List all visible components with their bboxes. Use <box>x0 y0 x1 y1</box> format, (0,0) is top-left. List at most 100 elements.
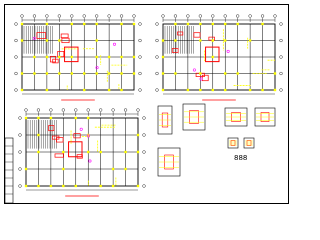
magenta-mark <box>112 42 116 46</box>
cad-drawing-viewport: 888 <box>4 4 289 204</box>
column <box>248 39 252 42</box>
detail-caption: 888 <box>234 154 247 162</box>
red-annotation <box>48 125 55 132</box>
column <box>111 167 115 171</box>
column <box>224 88 227 92</box>
column <box>174 72 177 75</box>
column <box>87 116 90 120</box>
column <box>161 39 165 42</box>
axis-bubble <box>99 108 103 112</box>
column <box>62 167 65 171</box>
plan-bottom-left <box>18 108 146 197</box>
axis-bubble <box>173 14 178 18</box>
axis-bubble <box>18 184 22 188</box>
axis-bubble <box>70 14 74 18</box>
column <box>33 55 36 59</box>
axis-bubble <box>248 14 252 18</box>
red-beam-box <box>205 46 220 63</box>
axis-bubble <box>138 88 142 92</box>
axis-bubble <box>18 167 22 171</box>
column <box>211 22 214 26</box>
column <box>224 39 227 42</box>
axis-bubble <box>273 14 277 18</box>
column <box>273 88 277 92</box>
axis-bubble <box>223 14 227 18</box>
column <box>49 116 53 120</box>
column <box>58 55 61 59</box>
column <box>24 167 28 171</box>
red-annotation <box>61 37 70 44</box>
axis-bubble <box>211 14 215 18</box>
column <box>199 88 202 92</box>
axis-bubble <box>138 71 142 76</box>
column <box>261 22 264 26</box>
column <box>199 22 202 26</box>
red-beam-box <box>64 46 79 63</box>
column <box>199 39 202 42</box>
plan-top-left <box>14 14 142 101</box>
column <box>224 72 227 75</box>
column <box>83 72 86 75</box>
column <box>186 88 190 92</box>
column <box>161 72 165 75</box>
column <box>58 72 61 75</box>
column <box>45 88 49 92</box>
axis-bubble <box>14 88 18 92</box>
column <box>45 72 49 75</box>
column <box>111 184 115 188</box>
axis-bubble <box>57 14 61 18</box>
axis-bubble <box>279 88 283 92</box>
column <box>33 72 36 75</box>
magenta-mark <box>79 127 83 131</box>
red-annotation <box>49 55 57 63</box>
column <box>248 88 252 92</box>
axis-bubble <box>132 14 136 18</box>
column <box>161 55 165 59</box>
axis-bubble <box>32 14 37 18</box>
cad-drawing-canvas: 888 <box>4 4 289 204</box>
column <box>70 22 73 26</box>
column <box>120 22 123 26</box>
column <box>174 22 177 26</box>
column <box>132 72 136 75</box>
axis-bubble <box>123 108 128 112</box>
red-annotation <box>36 32 46 39</box>
column <box>186 22 190 26</box>
detail-outline <box>227 137 239 149</box>
column <box>20 39 24 42</box>
column <box>70 55 73 59</box>
axis-bubble <box>142 133 146 137</box>
red-beam-box <box>68 141 83 158</box>
axis-bubble <box>36 108 41 112</box>
axis-bubble <box>142 184 146 188</box>
column <box>62 150 65 154</box>
column <box>236 22 239 26</box>
column <box>261 88 264 92</box>
axis-bubble <box>49 108 53 112</box>
title-block-lines <box>5 145 13 195</box>
axis-bubble <box>119 14 124 18</box>
axis-bubble <box>95 14 99 18</box>
column <box>62 184 65 188</box>
axis-bubble <box>279 22 283 26</box>
red-annotation <box>201 74 209 82</box>
detail-outline <box>243 137 255 149</box>
magenta-mark <box>199 77 203 81</box>
column <box>74 116 77 120</box>
axis-bubble <box>45 14 49 18</box>
axis-bubble <box>107 14 111 18</box>
column <box>211 39 214 42</box>
column <box>37 133 40 137</box>
column <box>20 88 24 92</box>
axis-bubble <box>236 14 240 18</box>
plan-top-right <box>155 14 283 101</box>
axis-bubble <box>14 55 18 59</box>
axis-bubble <box>155 71 159 76</box>
column <box>20 72 24 75</box>
axis-bubble <box>142 116 146 120</box>
axis-bubble <box>142 167 146 171</box>
column <box>37 150 40 154</box>
column <box>37 116 40 120</box>
red-annotation <box>193 32 201 38</box>
column <box>37 184 40 188</box>
